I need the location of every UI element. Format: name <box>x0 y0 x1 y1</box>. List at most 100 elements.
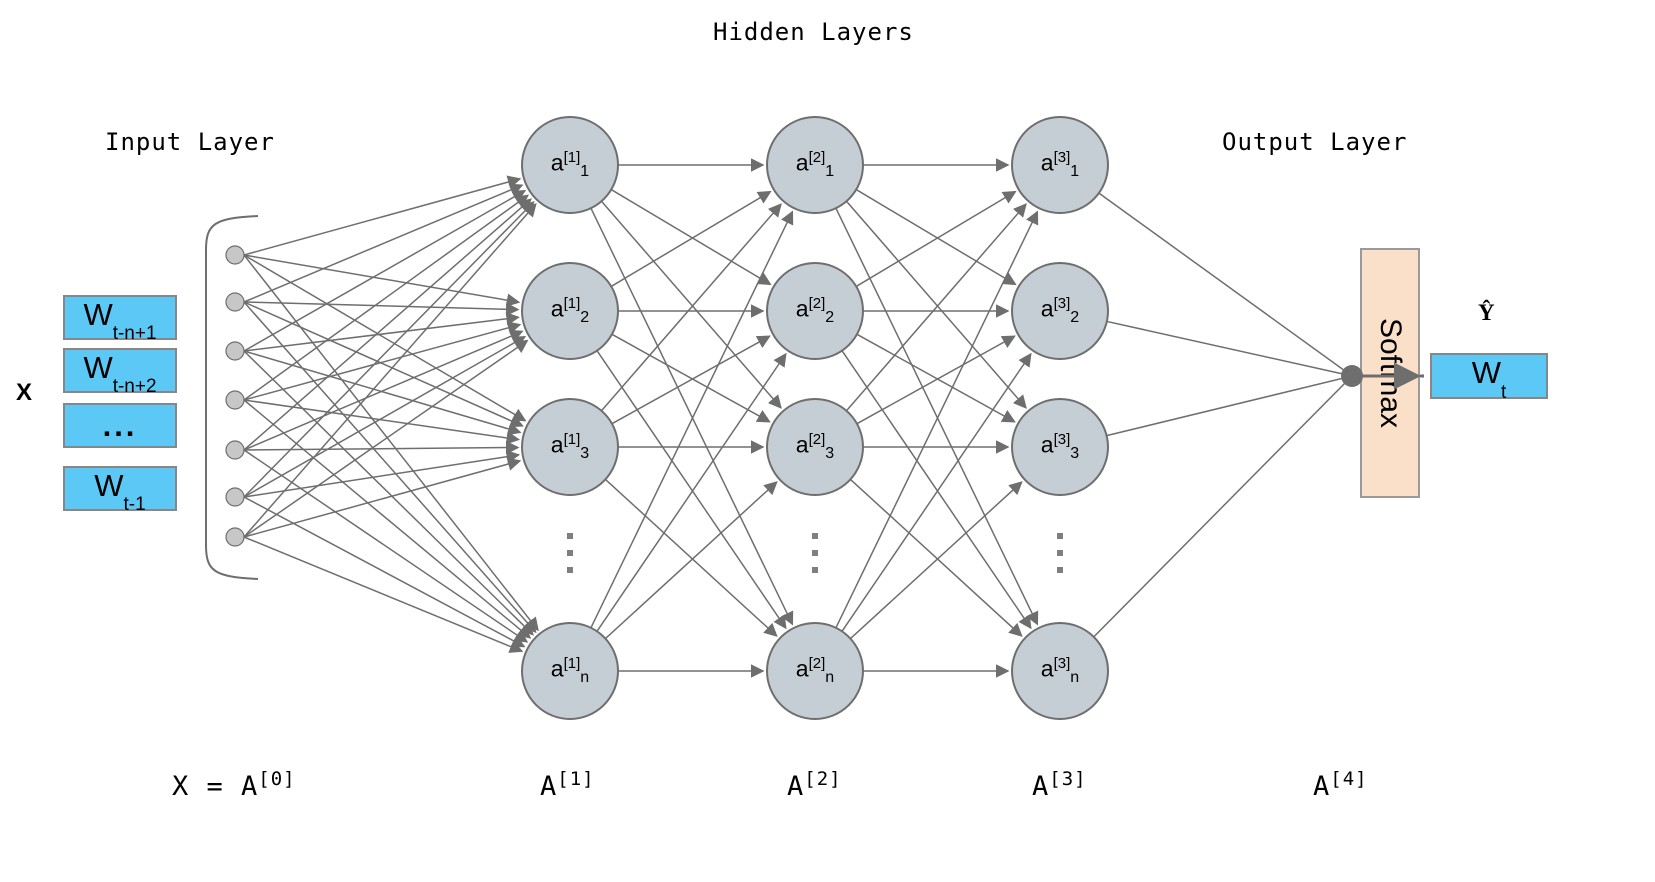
edge-group <box>243 158 1353 678</box>
input-token-box-0: Wt-n+1 <box>63 295 177 345</box>
neuron-A2-n[interactable] <box>766 622 864 720</box>
edge <box>600 203 782 412</box>
edge <box>856 335 1016 425</box>
edge <box>600 200 782 409</box>
input-token-box-1: Wt-n+2 <box>63 348 177 398</box>
edge <box>243 449 529 643</box>
edge <box>835 210 1039 629</box>
input-vector-label: X <box>16 379 33 406</box>
edge <box>841 350 1032 630</box>
edge <box>243 312 520 352</box>
edge <box>243 339 529 538</box>
edge <box>243 175 522 256</box>
input-bracket <box>205 215 259 580</box>
neuron-A2-2[interactable] <box>766 262 864 360</box>
edge <box>243 536 524 653</box>
neuron-group <box>521 116 1109 720</box>
neuron-A3-3[interactable] <box>1011 398 1109 496</box>
yhat-label: Ŷ <box>1478 300 1495 325</box>
input-token-text-2: ... <box>102 408 138 443</box>
input-token-box-3: Wt-1 <box>63 466 177 516</box>
input-node-1[interactable] <box>225 292 245 312</box>
hidden-layers-title: Hidden Layers <box>713 18 914 46</box>
neuron-A3-n[interactable] <box>1011 622 1109 720</box>
neuron-A2-1[interactable] <box>766 116 864 214</box>
neuron-A1-2[interactable] <box>521 262 619 360</box>
ellipsis-A1 <box>567 533 573 573</box>
bottom-label-3: A[3] <box>1032 768 1087 802</box>
edge <box>243 198 532 451</box>
edge <box>1106 320 1353 377</box>
input-layer-title: Input Layer <box>105 128 275 156</box>
edge <box>849 478 1023 637</box>
input-token-box-2: ... <box>63 403 177 448</box>
edge <box>243 301 524 428</box>
edge <box>243 336 527 498</box>
bottom-label-2: A[2] <box>787 768 842 802</box>
edge <box>243 190 527 352</box>
output-layer-title: Output Layer <box>1222 128 1408 156</box>
edge <box>855 188 1017 286</box>
input-token-text-1: Wt-n+2 <box>83 349 157 398</box>
edge <box>610 190 772 288</box>
neuron-A1-1[interactable] <box>521 116 619 214</box>
edge <box>849 481 1023 640</box>
edge <box>604 481 778 640</box>
edge <box>1098 192 1353 377</box>
bottom-label-1: A[1] <box>540 768 595 802</box>
edge <box>835 207 1039 626</box>
edge <box>243 183 524 303</box>
input-node-4[interactable] <box>225 440 245 460</box>
edge <box>243 194 530 401</box>
neuron-A3-1[interactable] <box>1011 116 1109 214</box>
edge <box>596 350 787 630</box>
edge <box>243 450 521 498</box>
edge <box>590 207 794 626</box>
edge <box>604 478 778 637</box>
edge <box>243 350 534 636</box>
edge <box>1106 375 1353 437</box>
output-token-box: Wt <box>1430 353 1548 403</box>
input-token-text-0: Wt-n+1 <box>83 296 157 345</box>
edge <box>243 457 522 538</box>
edge <box>611 335 771 425</box>
bottom-label-0: X = A[0] <box>172 768 296 802</box>
edge <box>243 301 520 316</box>
edge <box>845 203 1027 412</box>
neuron-A1-3[interactable] <box>521 398 619 496</box>
edge <box>841 352 1032 632</box>
edge <box>610 188 772 286</box>
edge <box>243 440 520 455</box>
edge <box>243 254 539 632</box>
input-node-2[interactable] <box>225 341 245 361</box>
edge <box>243 399 532 639</box>
ellipsis-A3 <box>1057 533 1063 573</box>
edge <box>845 200 1027 409</box>
edge <box>243 496 526 648</box>
edge <box>243 329 524 451</box>
neuron-A1-n[interactable] <box>521 622 619 720</box>
input-node-0[interactable] <box>225 245 245 265</box>
output-token-text: Wt <box>1471 355 1507 403</box>
input-node-group <box>225 245 245 547</box>
edge <box>855 190 1017 288</box>
edge <box>596 352 787 632</box>
neuron-A2-3[interactable] <box>766 398 864 496</box>
softmax-output-arrow <box>1341 362 1424 390</box>
bottom-label-4: A[4] <box>1313 768 1368 802</box>
edge <box>243 399 521 445</box>
edge <box>243 201 535 498</box>
input-node-6[interactable] <box>225 527 245 547</box>
neuron-A3-2[interactable] <box>1011 262 1109 360</box>
input-node-5[interactable] <box>225 487 245 507</box>
edge <box>856 333 1016 423</box>
edge <box>243 254 521 307</box>
input-token-text-3: Wt-1 <box>94 467 146 516</box>
edge <box>243 202 537 538</box>
edge <box>590 210 794 629</box>
input-node-3[interactable] <box>225 390 245 410</box>
edge <box>1093 375 1353 638</box>
edge <box>243 321 522 401</box>
